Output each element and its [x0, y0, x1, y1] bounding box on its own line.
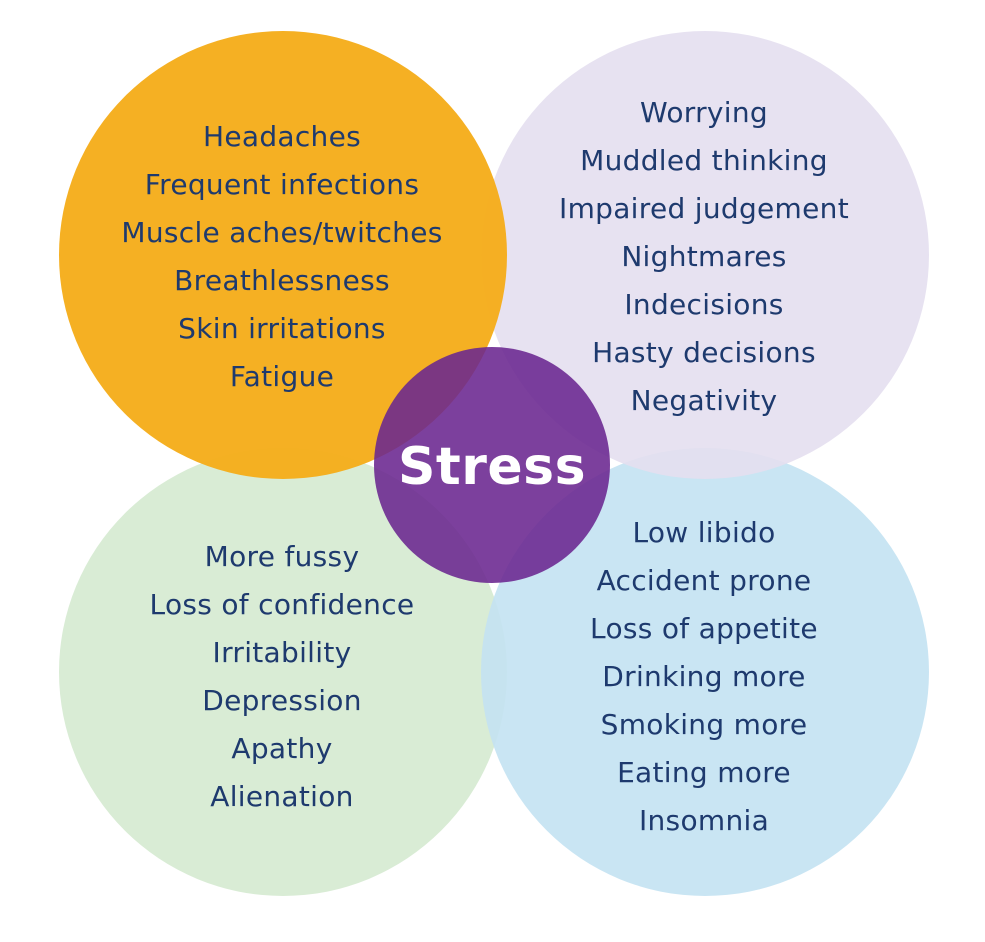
list-item: Depression [202, 684, 362, 717]
list-item: Loss of confidence [149, 588, 415, 621]
list-item: Drinking more [602, 660, 806, 693]
list-item: Impaired judgement [559, 192, 849, 225]
list-item: Skin irritations [178, 312, 386, 345]
list-item: Fatigue [229, 360, 335, 393]
list-item: Alienation [210, 780, 354, 813]
list-item: Smoking more [600, 708, 808, 741]
list-item: Eating more [617, 756, 791, 789]
circle-top-left [59, 31, 507, 479]
list-item: Frequent infections [144, 168, 420, 201]
list-item: Accident prone [596, 564, 812, 597]
circle-bottom-right [481, 448, 929, 896]
list-item: Insomnia [638, 804, 770, 837]
list-item: Loss of appetite [590, 612, 818, 645]
list-item: Muddled thinking [580, 144, 828, 177]
circle-bottom-left [59, 448, 507, 896]
list-item: Hasty decisions [592, 336, 816, 369]
list-item: Irritability [212, 636, 352, 669]
list-item: More fussy [204, 540, 360, 573]
list-item: Muscle aches/twitches [121, 216, 443, 249]
circle-top-right [481, 31, 929, 479]
circle-center [374, 347, 610, 583]
list-item: Headaches [202, 120, 362, 153]
list-item: Nightmares [621, 240, 787, 273]
list-item: Indecisions [624, 288, 784, 321]
list-item: Breathlessness [174, 264, 390, 297]
list-item: Apathy [231, 732, 333, 765]
list-item: Low libido [632, 516, 776, 549]
list-item: Negativity [630, 384, 778, 417]
list-item: Worrying [640, 96, 768, 129]
center-label: Stress [397, 437, 587, 497]
